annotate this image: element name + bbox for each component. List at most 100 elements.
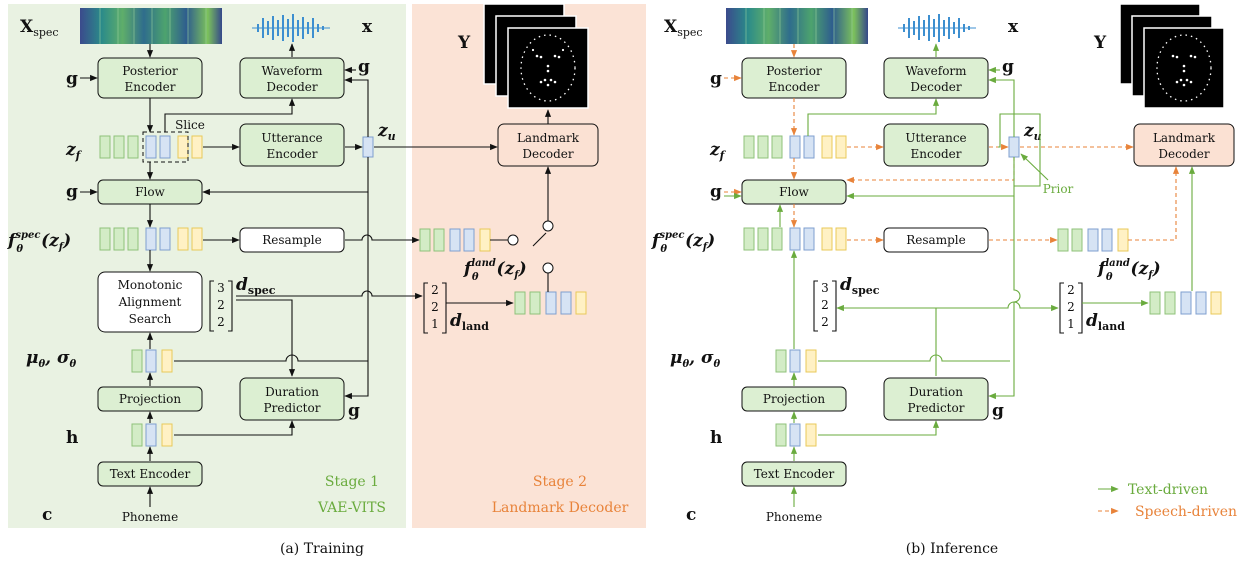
dland-inf-value-1: 2 — [1067, 283, 1075, 297]
projection-inf-label: Projection — [763, 392, 825, 406]
sigma-symbol: , σ — [44, 348, 70, 368]
fland-arg-sub-inf: f — [1147, 270, 1154, 281]
svg-text:dland: dland — [1086, 311, 1125, 333]
fland-arg-inf: (z — [1131, 259, 1149, 279]
svg-text:zf: zf — [65, 140, 83, 162]
duration-predictor-inf-label-1: Duration — [909, 385, 963, 399]
dland-matrix-inf: 2 2 1 — [1059, 282, 1083, 334]
h-symbol-inf: h — [710, 428, 722, 448]
mas-box — [97, 271, 203, 333]
dland-subscript: land — [462, 320, 489, 333]
resample-label: Resample — [262, 233, 321, 247]
stage1-title: Stage 1 — [325, 474, 379, 490]
g-symbol-posterior-inf: g — [710, 69, 722, 89]
caption-training: (a) Training — [280, 541, 364, 557]
dspec-inf-value-3: 2 — [821, 315, 829, 329]
phoneme-label: Phoneme — [122, 510, 178, 524]
fspec-symbol-inf: f — [651, 231, 662, 251]
sigma-symbol-inf: , σ — [688, 348, 714, 368]
g-symbol-flow: g — [66, 182, 78, 202]
resampled-vector — [419, 228, 491, 252]
text-encoder-box-inf — [741, 461, 847, 487]
duration-predictor-label-1: Duration — [265, 385, 319, 399]
slice-label: Slice — [175, 118, 205, 132]
zf-vector-inf — [743, 135, 847, 159]
mu-subscript: θ — [38, 359, 45, 370]
h-symbol: h — [66, 428, 78, 448]
dspec-subscript: spec — [248, 284, 276, 297]
svg-text:zf: zf — [709, 140, 727, 162]
text-encoder-label: Text Encoder — [110, 467, 191, 481]
stage2-title: Stage 2 — [533, 474, 587, 490]
fspec-close-inf: ) — [706, 231, 715, 251]
zu-vector-inf — [1008, 136, 1020, 158]
duration-predictor-box — [239, 377, 345, 421]
dspec-matrix-inf: 3 2 2 — [813, 280, 837, 332]
g-symbol-waveform-inf: g — [1002, 57, 1014, 77]
dland-inf-value-3: 1 — [1067, 317, 1075, 331]
g-symbol-posterior: g — [66, 69, 78, 89]
spectrogram-image — [80, 8, 222, 44]
fspec-arg-sub-inf: f — [702, 242, 709, 253]
svg-text:dspec: dspec — [236, 275, 276, 297]
dland-sub-inf: land — [1098, 320, 1125, 333]
x-spec-subscript: spec — [33, 26, 58, 39]
fland-close-inf: ) — [1152, 259, 1161, 279]
zu-vector — [362, 136, 374, 158]
x-symbol-inf: x — [1008, 17, 1019, 37]
utterance-encoder-label-1: Utterance — [261, 131, 322, 145]
dland-value-1: 2 — [431, 283, 439, 297]
fland-theta: θ — [472, 272, 479, 283]
fland-close: ) — [518, 259, 527, 279]
training-panel: Xspec x Y Posterior Encoder Waveform Dec… — [7, 3, 646, 557]
mas-label-1: Monotonic — [118, 278, 183, 292]
fspec-sup: spec — [15, 230, 40, 241]
svg-text:dspec: dspec — [840, 275, 880, 297]
h-vector — [131, 423, 173, 447]
posterior-encoder-label-2: Encoder — [125, 80, 176, 94]
dland-value-3: 1 — [431, 317, 439, 331]
dland-matrix: 2 2 1 — [423, 282, 447, 334]
mu-symbol-inf: μ — [670, 348, 682, 368]
resample-box-inf — [883, 227, 989, 253]
dspec-matrix: 3 2 2 — [209, 280, 233, 332]
text-encoder-inf-label: Text Encoder — [754, 467, 835, 481]
flow-label: Flow — [135, 185, 165, 199]
dspec-inf-value-2: 2 — [821, 298, 829, 312]
fspec-arg: (z — [41, 231, 59, 251]
waveform-image-inference — [898, 14, 976, 42]
fland-vector-inf — [1149, 291, 1222, 315]
duration-predictor-box-inf — [883, 377, 989, 421]
text-encoder-box — [97, 461, 203, 487]
training-connections — [80, 43, 554, 507]
legend-speech-driven: Speech-driven — [1135, 504, 1237, 520]
fland-symbol: f — [463, 259, 474, 279]
mas-label-3: Search — [129, 312, 172, 326]
prior-label: Prior — [1043, 182, 1074, 196]
posterior-encoder-inf-label-1: Posterior — [766, 64, 822, 78]
resample-inf-label: Resample — [906, 233, 965, 247]
dspec-symbol-inf: d — [840, 275, 852, 295]
landmark-frames-image — [483, 3, 589, 109]
sigma-sub-inf: θ — [714, 359, 721, 370]
posterior-encoder-label-1: Posterior — [122, 64, 178, 78]
caption-inference: (b) Inference — [906, 541, 998, 557]
mu-sigma-vector — [131, 349, 173, 373]
waveform-decoder-inf-label-2: Decoder — [910, 80, 961, 94]
fspec-arg-inf: (z — [685, 231, 703, 251]
svg-text:μθ, σθ: μθ, σθ — [26, 348, 77, 370]
mas-label-2: Alignment — [118, 295, 182, 309]
zu-symbol-inf: z — [1023, 121, 1034, 141]
landmark-decoder-box-inf — [1133, 123, 1235, 167]
g-symbol-flow-inf: g — [710, 182, 722, 202]
utterance-encoder-inf-label-2: Encoder — [911, 147, 962, 161]
zf-symbol: z — [65, 140, 76, 160]
y-symbol-inf: Y — [1093, 33, 1107, 53]
mu-sigma-vector-inf — [775, 349, 817, 373]
fspec-vector-inf — [743, 227, 847, 251]
zf-vector — [99, 135, 203, 159]
flow-inf-label: Flow — [779, 185, 809, 199]
